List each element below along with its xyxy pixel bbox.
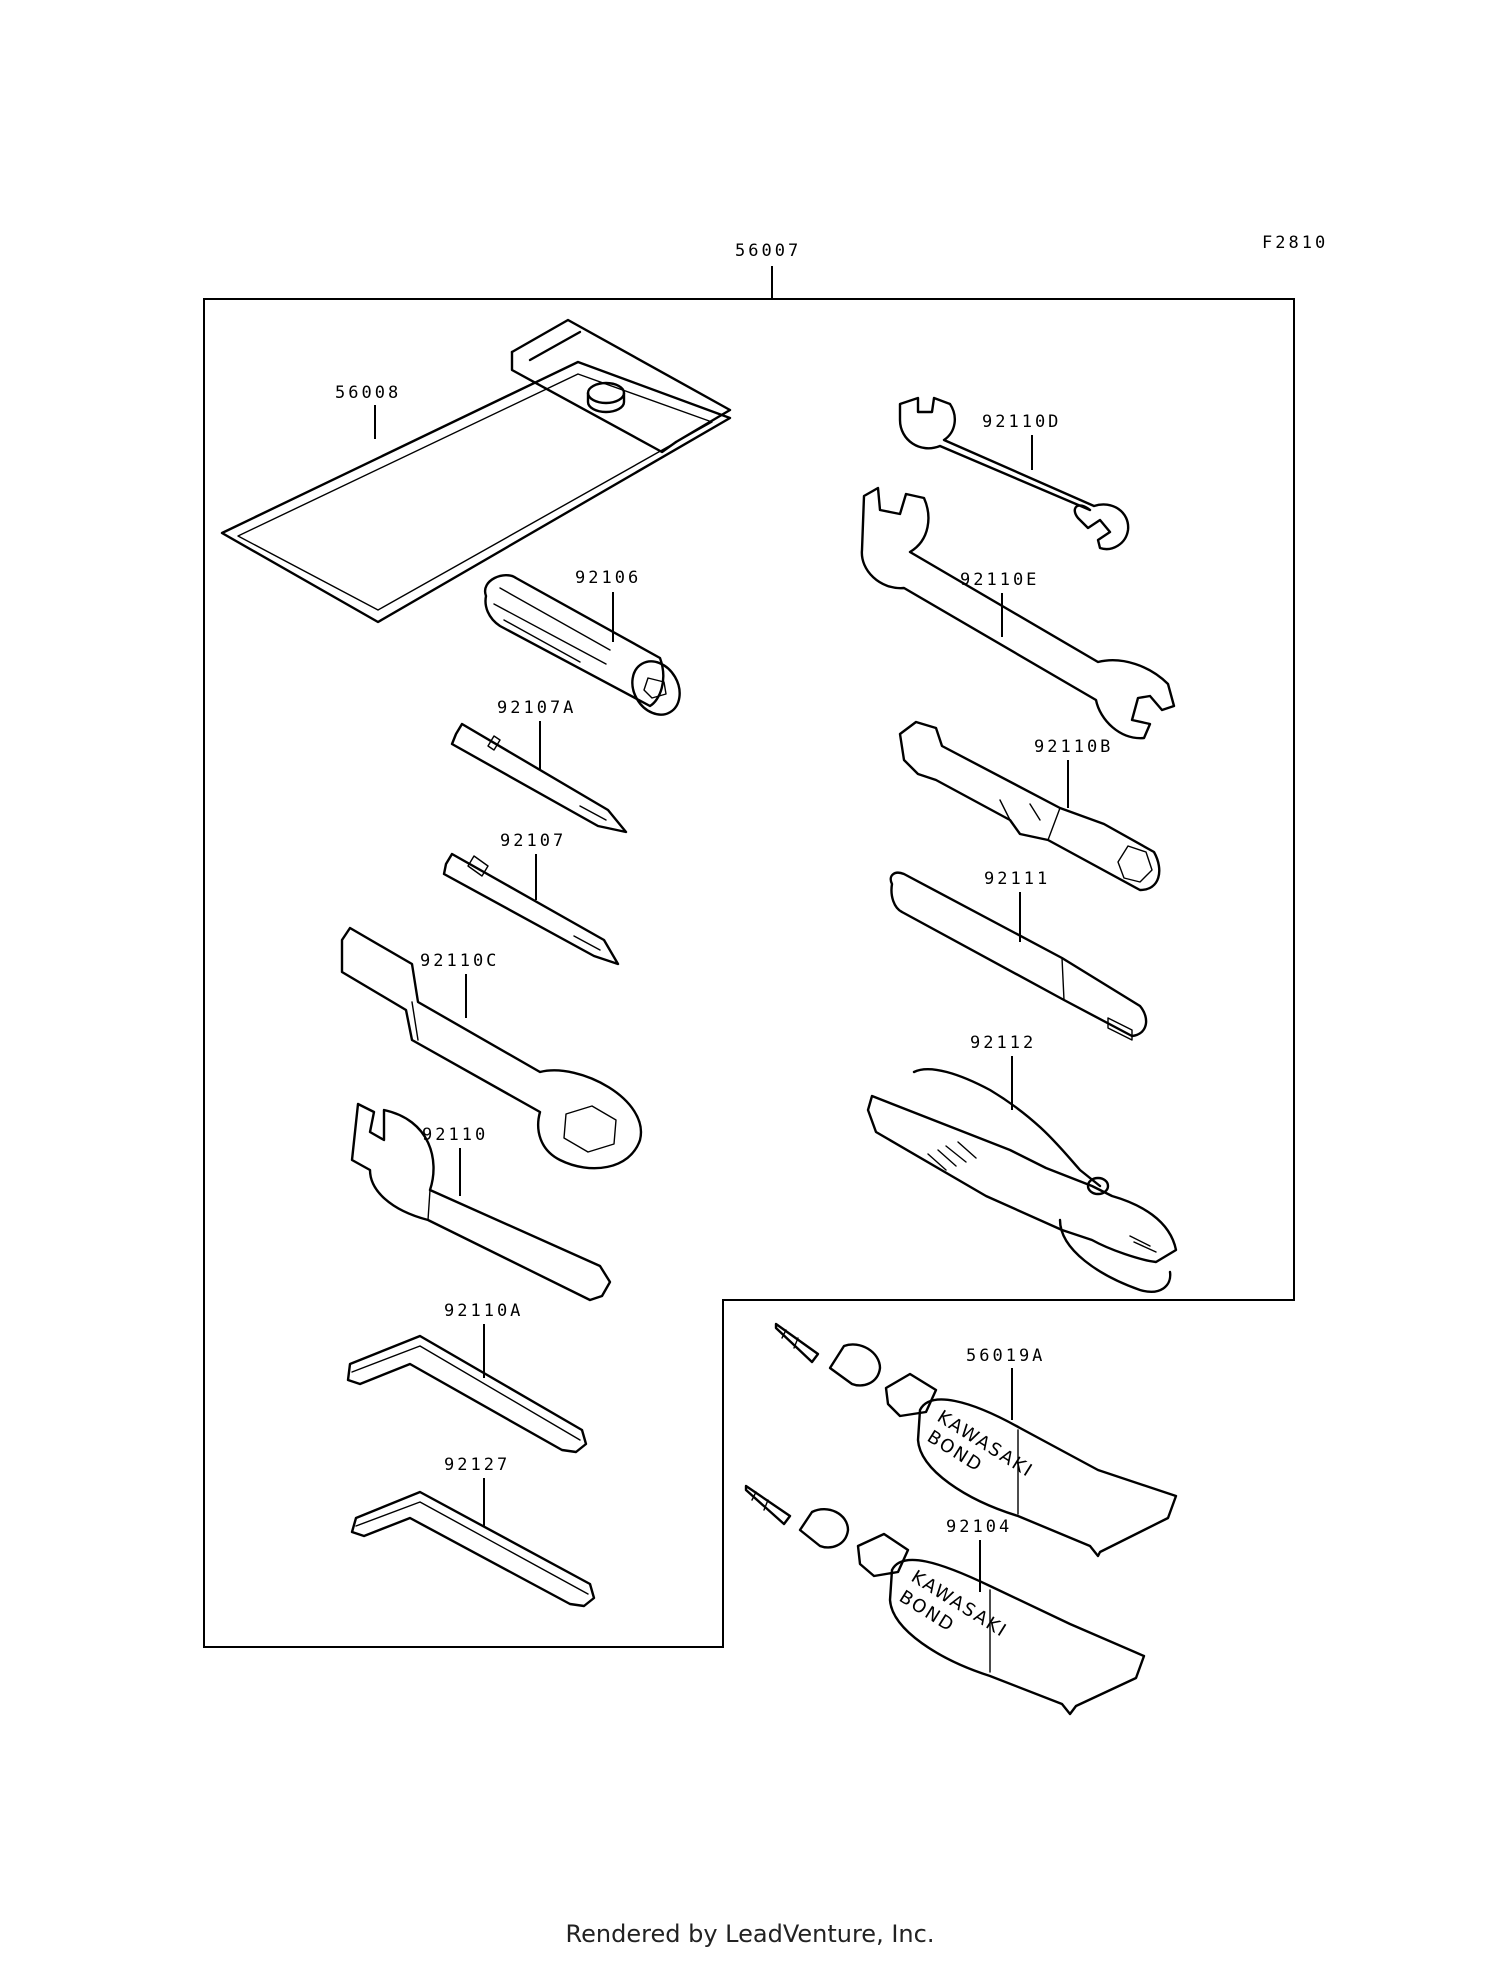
part-label-bit: 92107 — [500, 831, 566, 851]
screwdriver-bit-icon — [442, 852, 620, 966]
part-label-bond: 92104 — [946, 1517, 1012, 1537]
open-wrench-large-icon — [860, 486, 1176, 740]
open-wrench-small-icon — [898, 396, 1130, 551]
assembly-part-label: 56007 — [735, 241, 801, 261]
render-credit: Rendered by LeadVenture, Inc. — [565, 1920, 935, 1948]
part-label-hook-wrench: 92110 — [422, 1125, 488, 1145]
part-label-hex-key-a: 92110A — [444, 1301, 523, 1321]
part-label-pliers: 92112 — [970, 1033, 1036, 1053]
part-label-bar: 92111 — [984, 869, 1050, 889]
bond-tube-icon: KAWASAKI BOND — [744, 1484, 1146, 1716]
bar-icon — [889, 871, 1148, 1041]
box-socket-icon — [898, 720, 1161, 892]
part-label-box-socket: 92110B — [1034, 737, 1113, 757]
part-label-ring-wrench: 92110C — [420, 951, 499, 971]
socket-handle-icon — [483, 573, 681, 716]
screwdriver-bit-a-icon — [450, 722, 628, 834]
part-label-bit-a: 92107A — [497, 698, 576, 718]
tool-pouch-icon — [220, 318, 732, 624]
part-label-hex-key: 92127 — [444, 1455, 510, 1475]
part-label-open-wrench-large: 92110E — [960, 570, 1039, 590]
kit-outline — [203, 298, 1295, 1648]
part-label-pouch: 56008 — [335, 383, 401, 403]
part-label-socket-handle: 92106 — [575, 568, 641, 588]
figure-code: F2810 — [1262, 233, 1328, 253]
hex-key-icon — [350, 1490, 596, 1608]
pliers-icon — [866, 1068, 1178, 1293]
hex-key-a-icon — [346, 1334, 588, 1454]
ring-wrench-icon — [340, 926, 643, 1170]
hook-wrench-icon — [350, 1102, 612, 1302]
part-label-open-wrench-small: 92110D — [982, 412, 1061, 432]
part-label-bond-a: 56019A — [966, 1346, 1045, 1366]
